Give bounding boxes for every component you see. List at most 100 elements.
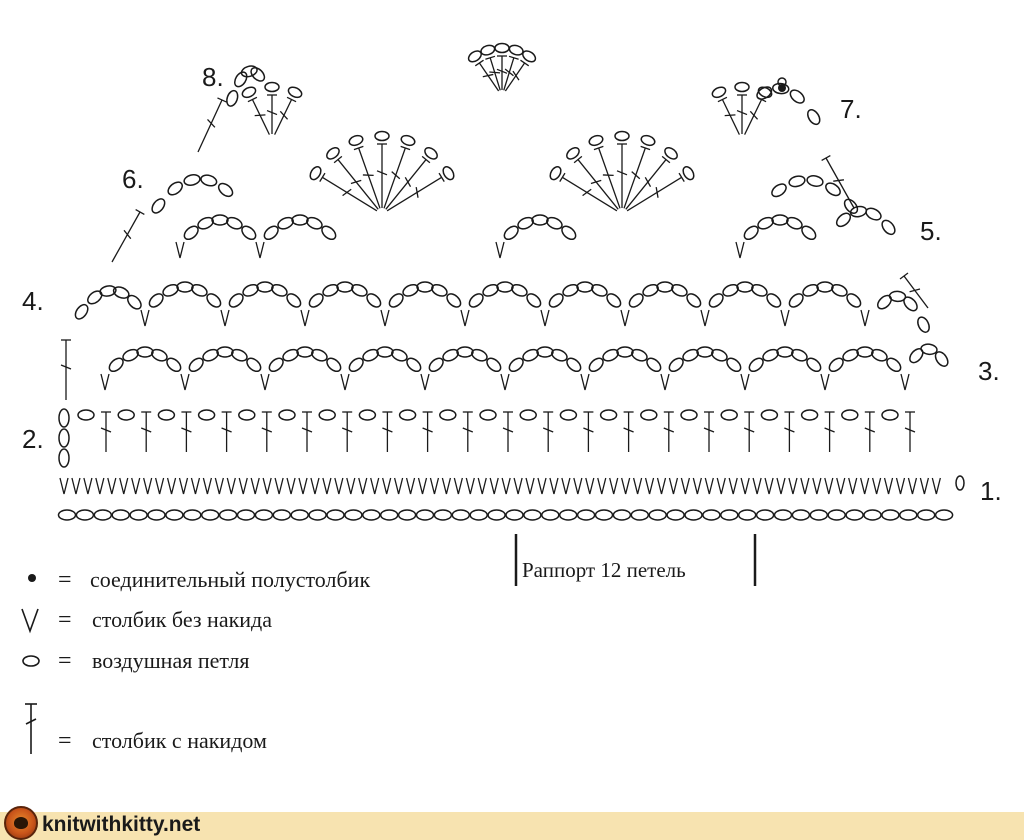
single-crochet xyxy=(340,373,350,391)
chain-stitch xyxy=(807,109,821,126)
double-crochet-stem xyxy=(504,62,526,92)
chain-stitch xyxy=(321,225,337,241)
double-crochet xyxy=(247,96,270,135)
chain-stitch xyxy=(344,509,363,521)
chain-stitch xyxy=(726,357,742,373)
double-crochet xyxy=(386,172,445,212)
chain-stitch xyxy=(788,293,804,308)
double-crochet xyxy=(353,145,381,209)
double-crochet-top xyxy=(400,145,411,151)
double-crochet-bar xyxy=(221,427,232,433)
chain-stitch xyxy=(903,296,918,312)
chain-stitch xyxy=(631,348,648,362)
chain-stitch xyxy=(842,348,859,362)
single-crochet xyxy=(262,477,272,495)
chain-stitch xyxy=(87,290,103,305)
single-crochet xyxy=(382,477,392,495)
chain-stitch xyxy=(336,281,354,293)
single-crochet xyxy=(495,241,505,259)
chain-stitch xyxy=(877,294,892,310)
single-crochet xyxy=(788,477,798,495)
chain-stitch xyxy=(231,348,248,362)
legend-equals: = xyxy=(58,607,72,633)
slip-stitch xyxy=(778,84,786,92)
double-crochet xyxy=(503,55,519,91)
chain-stitch xyxy=(588,134,604,147)
chain-stitch xyxy=(322,283,339,297)
double-crochet-top xyxy=(821,154,831,162)
single-crochet xyxy=(764,477,774,495)
chain-stitch xyxy=(736,281,754,293)
single-crochet xyxy=(95,477,105,495)
chain-stitch xyxy=(250,66,266,82)
chain-stitch xyxy=(264,81,280,93)
double-crochet xyxy=(100,411,112,452)
chain-stitch xyxy=(856,346,874,358)
single-crochet xyxy=(561,477,571,495)
chain-stitch xyxy=(612,509,632,521)
chain-stitch xyxy=(268,357,284,373)
chain-stitch xyxy=(551,348,568,362)
chain-stitch xyxy=(843,198,859,214)
chain-stitch xyxy=(773,509,793,521)
double-crochet-bar xyxy=(590,179,602,185)
chain-stitch xyxy=(374,130,390,142)
legend-chain: воздушная петля xyxy=(92,648,250,673)
double-crochet-bar xyxy=(749,110,759,120)
double-crochet-bar xyxy=(422,427,433,433)
chain-stitch xyxy=(391,348,408,362)
double-crochet xyxy=(593,145,621,209)
chain-stitch xyxy=(734,81,750,93)
double-crochet xyxy=(899,272,929,309)
single-crochet xyxy=(83,477,93,495)
chain-stitch xyxy=(789,89,805,104)
double-crochet-bar xyxy=(279,110,289,120)
chain-oval-icon xyxy=(22,655,40,667)
single-crochet xyxy=(300,309,310,327)
double-crochet xyxy=(382,411,393,452)
chain-stitch xyxy=(226,216,243,230)
single-crochet xyxy=(175,241,185,259)
double-crochet-bar xyxy=(181,427,192,433)
double-crochet-bar xyxy=(784,427,795,433)
single-crochet xyxy=(700,309,710,327)
double-crochet-bar xyxy=(415,187,419,198)
chain-stitch xyxy=(757,86,773,99)
double-crochet-top xyxy=(438,172,445,182)
double-crochet xyxy=(736,94,748,134)
row-1-single-crochets xyxy=(59,475,965,495)
chain-stitch xyxy=(238,409,256,421)
single-crochet xyxy=(776,477,786,495)
chain-stitch xyxy=(682,166,695,181)
chain-stitch xyxy=(743,225,759,241)
single-crochet xyxy=(836,477,846,495)
double-crochet xyxy=(376,143,388,208)
double-crochet-bar xyxy=(100,427,112,433)
single-crochet xyxy=(417,477,428,495)
double-crochet xyxy=(496,55,508,90)
single-crochet xyxy=(477,477,487,495)
single-crochet xyxy=(190,477,201,495)
row-label-2: 2. xyxy=(22,424,44,454)
double-crochet-bar xyxy=(703,427,715,433)
single-crochet xyxy=(656,477,667,495)
site-name[interactable]: knitwithkitty.net xyxy=(42,813,201,836)
row-label-1: 1. xyxy=(980,476,1002,506)
chain-stitch xyxy=(561,225,577,241)
chain-stitch xyxy=(546,216,563,230)
chain-stitch xyxy=(505,509,524,521)
double-crochet-top xyxy=(717,96,728,103)
single-crochet xyxy=(540,309,550,327)
chain-stitch xyxy=(271,283,288,297)
single-crochet xyxy=(166,477,177,495)
chain-stitch xyxy=(955,475,965,491)
double-crochet-bar xyxy=(502,427,514,433)
chain-stitch xyxy=(762,348,779,362)
chain-stitch xyxy=(400,134,416,147)
chain-stitch xyxy=(93,509,113,521)
double-crochet-stem xyxy=(337,159,379,210)
chain-stitch xyxy=(548,293,564,308)
double-crochet-bar xyxy=(743,427,755,433)
chain-stitch xyxy=(424,146,438,160)
chain-stitch xyxy=(442,348,459,362)
